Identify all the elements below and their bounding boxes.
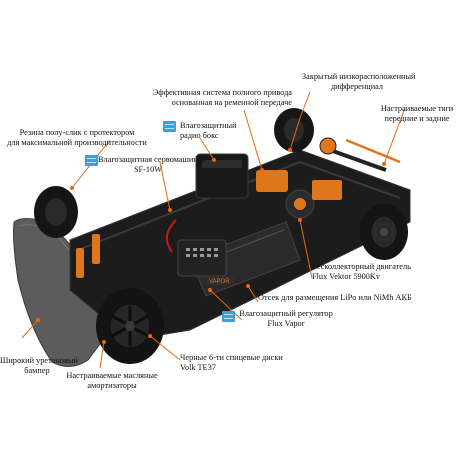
closed-diff <box>319 137 337 155</box>
label-wheels: Черные 6-ти спицевые диски Volk TE37 <box>180 353 283 372</box>
waterproof-badge-icon <box>222 311 235 322</box>
esc-brand: VAPOR <box>209 279 230 285</box>
waterproof-badge-icon <box>163 121 176 132</box>
label-battery: Отсек для размещения LiPo или NiMh АКБ <box>258 293 412 302</box>
wheel-front-left <box>34 186 78 238</box>
label-closed-diff: Закрытый низкорасположенный дифференциал <box>302 72 416 91</box>
waterproof-badge-icon <box>85 155 98 166</box>
label-servo: Влагозащитная сервомашинка SF-10W <box>98 155 206 174</box>
wheel-rear-right <box>360 204 408 260</box>
label-esc: Влагозащитный регулятор Flux Vapor <box>239 309 333 328</box>
wheel-front-right <box>96 288 164 364</box>
label-motor: Бесколлекторный двигатель Flux Vektor 59… <box>312 262 411 281</box>
esc <box>177 239 227 277</box>
label-radio-box: Влагозащитный радио бокс <box>180 121 237 140</box>
label-bumper: Широкий уретановый бампер <box>0 356 79 375</box>
label-adjustable-links: Настраиваемые тяги передние и задние <box>380 104 454 123</box>
shock-absorber-front <box>76 248 84 278</box>
label-awd-belt: Эффективная система полного привода осно… <box>152 88 292 107</box>
label-tires: Резина полу-слик с протектором для макси… <box>7 128 147 147</box>
label-shocks: Настраиваемые масляные амортизаторы <box>66 371 158 390</box>
wheel-rear-left <box>274 108 314 152</box>
